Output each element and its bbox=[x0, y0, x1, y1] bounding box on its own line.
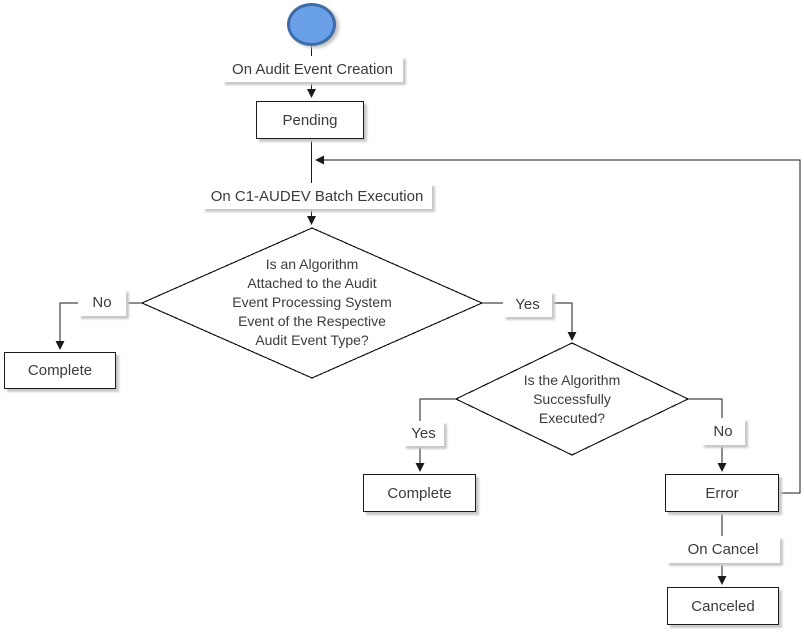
decision1-shape bbox=[140, 227, 484, 379]
decision2-text: Is the Algorithm Successfully Executed? bbox=[523, 372, 621, 426]
state-box-error: Error bbox=[665, 474, 779, 512]
state-box-complete-left: Complete bbox=[4, 352, 116, 389]
edge-decision2-yes-to-complete bbox=[415, 398, 456, 472]
edge-decision2-no-to-error bbox=[688, 398, 727, 472]
branch-label-yes-1: Yes bbox=[503, 291, 552, 317]
branch-label-yes-2: Yes bbox=[403, 421, 444, 446]
state-box-canceled: Canceled bbox=[667, 587, 779, 625]
decision2-shape bbox=[454, 342, 690, 456]
branch-label-no-2: No bbox=[701, 418, 745, 445]
event-label-on-c1-audev-batch-execution: On C1-AUDEV Batch Execution bbox=[202, 183, 432, 209]
start-circle bbox=[287, 3, 336, 46]
edge-error-loop-back bbox=[315, 155, 801, 494]
branch-label-no-1: No bbox=[78, 289, 126, 316]
event-label-on-audit-event-creation: On Audit Event Creation bbox=[222, 56, 403, 82]
event-label-on-cancel: On Cancel bbox=[666, 536, 780, 563]
state-box-pending: Pending bbox=[256, 101, 364, 139]
decision1-text: Is an Algorithm Attached to the Audit Ev… bbox=[232, 256, 392, 348]
state-box-complete-mid: Complete bbox=[363, 474, 476, 512]
